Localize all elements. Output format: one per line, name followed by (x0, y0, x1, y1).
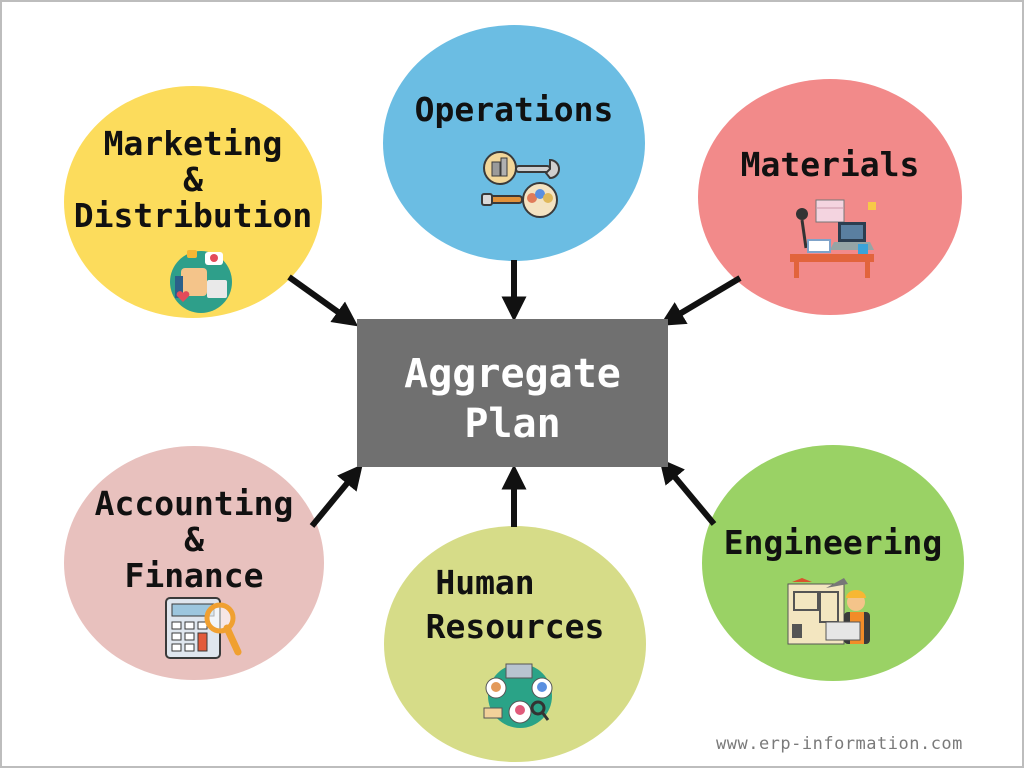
accounting-line-3: Finance (124, 556, 264, 595)
accounting-finance-label: Accounting & Finance (64, 486, 324, 594)
calculator-magnifier-icon (165, 597, 242, 659)
desk-workstation-icon (790, 199, 876, 278)
aggregate-plan-label: Aggregate Plan (357, 349, 668, 449)
tools-and-team-icon (481, 151, 560, 218)
engineering-label: Engineering (702, 525, 964, 561)
center-line-1: Aggregate (404, 351, 621, 397)
hr-line-2: Resources (425, 607, 605, 646)
arrow-engineering-to-plan (659, 458, 717, 526)
operations-circle (383, 25, 645, 261)
team-people-icon (483, 663, 553, 728)
marketing-distribution-label: Marketing & Distribution (64, 126, 322, 234)
marketing-line-3: Distribution (73, 196, 313, 235)
operations-label: Operations (383, 92, 645, 128)
materials-circle (698, 79, 962, 315)
engineering-line-1: Engineering (723, 523, 943, 562)
operations-line-1: Operations (414, 90, 614, 129)
accounting-line-2: & (184, 520, 204, 559)
materials-label: Materials (698, 147, 962, 183)
engineer-blueprint-icon (787, 578, 870, 645)
social-media-thumbs-up-icon (170, 250, 232, 313)
hr-line-1: Human (435, 563, 535, 602)
arrow-marketing-to-plan (287, 274, 359, 327)
materials-line-1: Materials (740, 145, 920, 184)
arrow-materials-to-plan (659, 275, 742, 326)
accounting-line-1: Accounting (94, 484, 294, 523)
center-line-2: Plan (464, 401, 561, 447)
website-watermark: www.erp-information.com (716, 734, 963, 754)
aggregate-plan-box: Aggregate Plan (357, 319, 668, 467)
arrow-accounting-to-plan (309, 464, 363, 528)
marketing-line-2: & (183, 160, 203, 199)
human-resources-label: Human Resources (384, 565, 646, 645)
marketing-line-1: Marketing (103, 124, 283, 163)
